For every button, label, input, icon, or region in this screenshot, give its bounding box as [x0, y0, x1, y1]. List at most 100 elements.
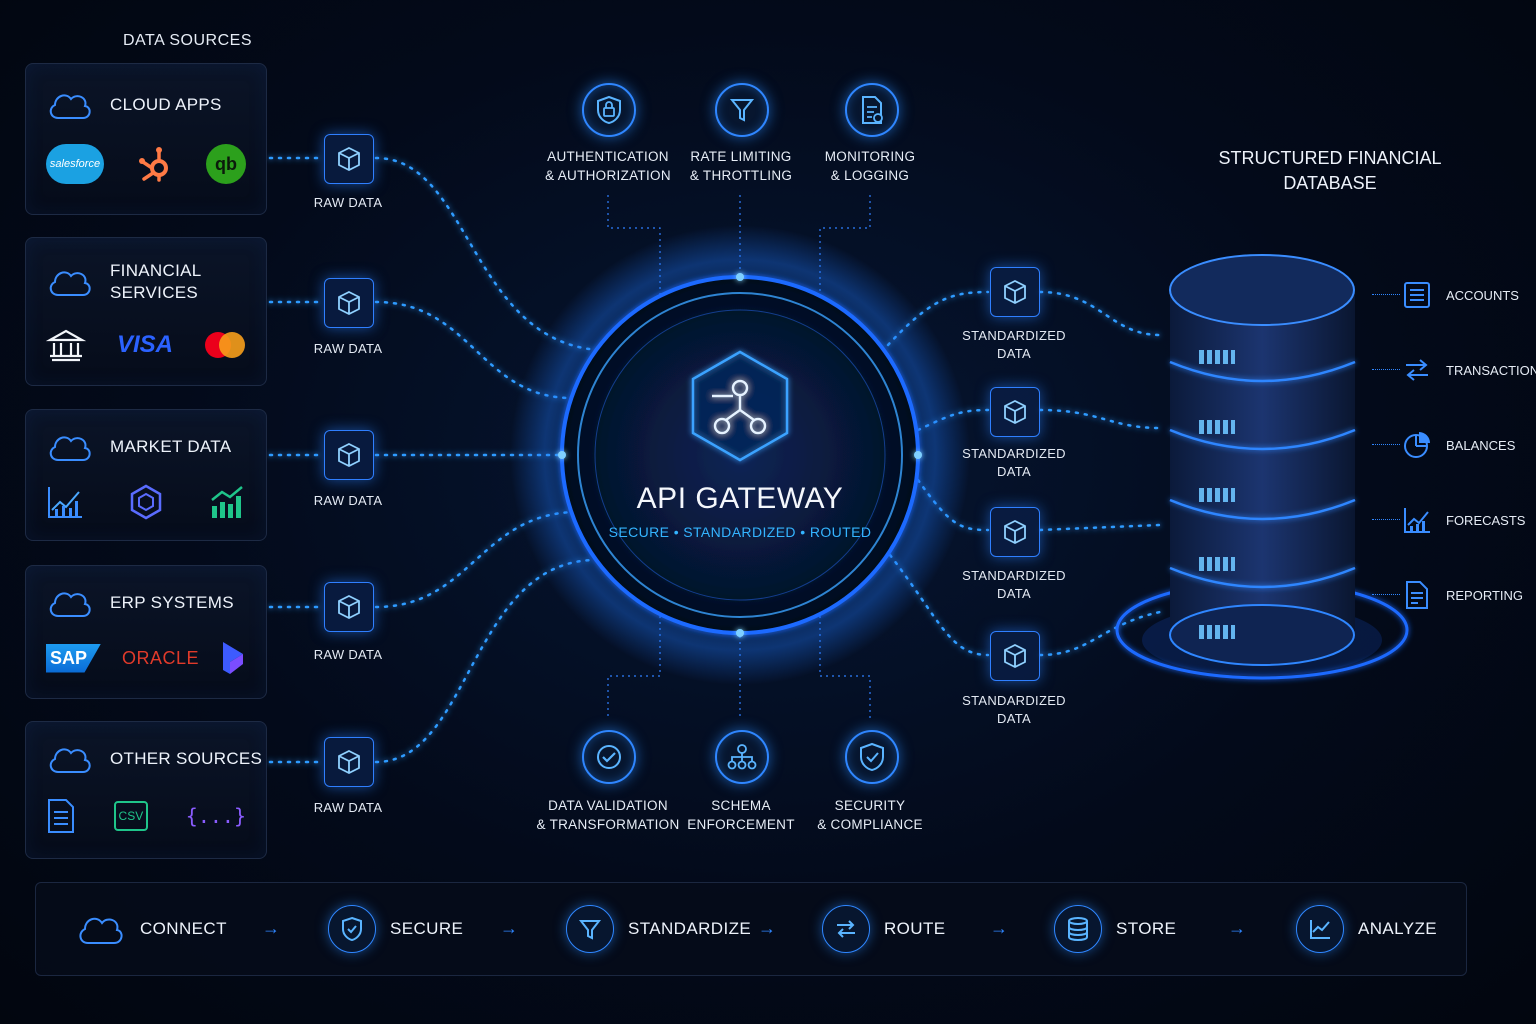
cube-icon [338, 146, 360, 172]
source-card-other-sources[interactable]: OTHER SOURCES CSV {...} [25, 721, 267, 859]
database-icon [1054, 905, 1102, 953]
pie-icon [1404, 432, 1430, 458]
shield-check-icon[interactable] [845, 730, 899, 784]
step-standardize[interactable]: STANDARDIZE [566, 883, 751, 975]
raw-data-label: RAW DATA [313, 800, 383, 815]
feature-label: DATA VALIDATION & TRANSFORMATION [536, 798, 680, 832]
quickbooks-logo: qb [206, 144, 246, 184]
cube-icon [338, 290, 360, 316]
raw-data-label: RAW DATA [313, 195, 383, 210]
bank-icon [46, 329, 86, 362]
database-title: STRUCTURED FINANCIAL DATABASE [1218, 148, 1442, 193]
standardized-data-label: STANDARDIZED DATA [962, 328, 1066, 361]
step-analyze[interactable]: ANALYZE [1296, 883, 1437, 975]
csv-icon: CSV [113, 801, 149, 831]
source-card-cloud-apps[interactable]: CLOUD APPS salesforce qb [25, 63, 267, 215]
source-title: FINANCIAL SERVICES [110, 261, 202, 302]
step-connect[interactable]: CONNECT [76, 883, 227, 975]
source-card-market-data[interactable]: MARKET DATA [25, 409, 267, 541]
source-title: OTHER SOURCES [110, 749, 263, 768]
salesforce-logo: salesforce [46, 144, 104, 184]
document-icon [48, 799, 74, 833]
source-card-financial-services[interactable]: FINANCIAL SERVICES VISA [25, 237, 267, 386]
cloud-icon [79, 917, 123, 944]
check-circle-icon[interactable] [582, 730, 636, 784]
standardized-data-node[interactable] [990, 387, 1040, 437]
raw-data-label: RAW DATA [313, 647, 383, 662]
output-transactions[interactable]: TRANSACTIONS [1372, 355, 1536, 385]
feature-label: SECURITY & COMPLIANCE [817, 798, 923, 832]
cube-icon [1004, 399, 1026, 425]
raw-data-label: RAW DATA [313, 341, 383, 356]
sap-logo: SAP [46, 643, 102, 673]
raw-data-node[interactable] [324, 430, 374, 480]
step-secure[interactable]: SECURE [328, 883, 463, 975]
source-card-erp-systems[interactable]: ERP SYSTEMS SAP ORACLE [25, 565, 267, 699]
output-balances[interactable]: BALANCES [1372, 430, 1515, 460]
hierarchy-icon[interactable] [715, 730, 769, 784]
hubspot-logo [139, 147, 168, 182]
report-icon [1406, 581, 1428, 609]
gateway-hub-icon [691, 350, 789, 462]
json-icon: {...} [185, 804, 246, 828]
raw-data-node[interactable] [324, 134, 374, 184]
oracle-logo: ORACLE [121, 647, 200, 668]
funnel-icon [566, 905, 614, 953]
gateway-subtitle: SECURE • STANDARDIZED • ROUTED [608, 524, 872, 540]
arrow-right-icon: → [990, 918, 1008, 938]
pipeline-bar: CONNECT SECURE STANDARDIZE ROUTE STORE A… [35, 882, 1467, 976]
feature-label: MONITORING & LOGGING [824, 149, 916, 183]
funnel-icon[interactable] [715, 83, 769, 137]
arrow-right-icon: → [758, 918, 776, 938]
database-lights [1199, 350, 1239, 650]
cube-icon [1004, 643, 1026, 669]
step-store[interactable]: STORE [1054, 883, 1176, 975]
database-cylinder [1115, 254, 1409, 680]
sources-title: DATA SOURCES [123, 32, 252, 49]
step-route[interactable]: ROUTE [822, 883, 946, 975]
cloud-icon [49, 94, 91, 119]
arrow-right-icon: → [500, 918, 518, 938]
growth-chart-icon [211, 486, 243, 518]
cloud-icon [49, 436, 91, 461]
standardized-data-node[interactable] [990, 631, 1040, 681]
list-icon [1404, 282, 1430, 308]
log-document-icon[interactable] [845, 83, 899, 137]
standardized-data-label: STANDARDIZED DATA [962, 693, 1066, 726]
feature-label: RATE LIMITING & THROTTLING [689, 149, 793, 183]
arrow-right-icon: → [262, 918, 280, 938]
gateway-title: API GATEWAY [636, 482, 844, 515]
line-chart-icon [48, 487, 82, 518]
mastercard-logo [204, 332, 245, 358]
source-title: ERP SYSTEMS [110, 593, 234, 612]
dynamics-logo [222, 642, 243, 674]
standardized-data-label: STANDARDIZED DATA [962, 568, 1066, 601]
arrow-right-icon: → [1228, 918, 1246, 938]
cube-icon [338, 749, 360, 775]
visa-logo: VISA [116, 331, 173, 358]
feature-label: SCHEMA ENFORCEMENT [687, 798, 795, 832]
cloud-icon [49, 592, 91, 617]
output-reporting[interactable]: REPORTING [1372, 580, 1523, 610]
lock-shield-icon[interactable] [582, 83, 636, 137]
standardized-data-label: STANDARDIZED DATA [962, 446, 1066, 479]
raw-data-node[interactable] [324, 582, 374, 632]
raw-data-node[interactable] [324, 278, 374, 328]
standardized-data-node[interactable] [990, 267, 1040, 317]
raw-data-label: RAW DATA [313, 493, 383, 508]
feature-label: AUTHENTICATION & AUTHORIZATION [545, 149, 671, 183]
standardized-data-node[interactable] [990, 507, 1040, 557]
raw-data-node[interactable] [324, 737, 374, 787]
source-title: CLOUD APPS [110, 95, 222, 114]
cloud-icon [49, 271, 91, 296]
cube-icon [338, 594, 360, 620]
swap-icon [1406, 359, 1428, 381]
chart-icon [1404, 508, 1430, 533]
cube-icon [1004, 519, 1026, 545]
swap-icon [822, 905, 870, 953]
cube-icon [338, 442, 360, 468]
shield-icon [328, 905, 376, 953]
output-accounts[interactable]: ACCOUNTS [1372, 280, 1519, 310]
output-forecasts[interactable]: FORECASTS [1372, 505, 1525, 535]
